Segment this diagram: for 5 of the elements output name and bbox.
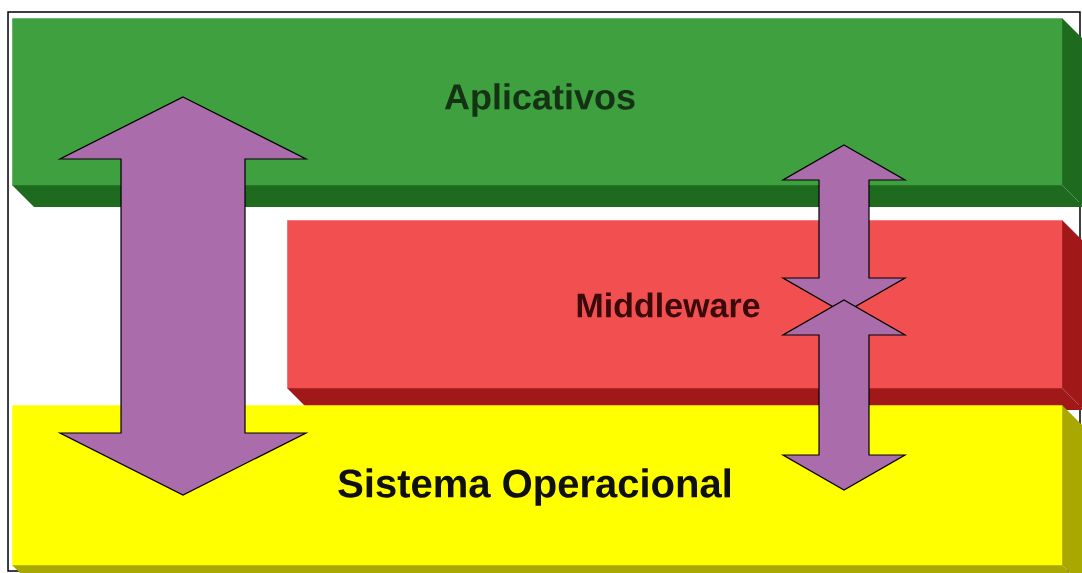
double-arrow xyxy=(780,299,908,491)
layer-band: Aplicativos xyxy=(12,18,1082,207)
double-arrow xyxy=(57,96,309,496)
layer-band: Middleware xyxy=(287,220,1082,410)
layer-band: Sistema Operacional xyxy=(12,405,1082,573)
